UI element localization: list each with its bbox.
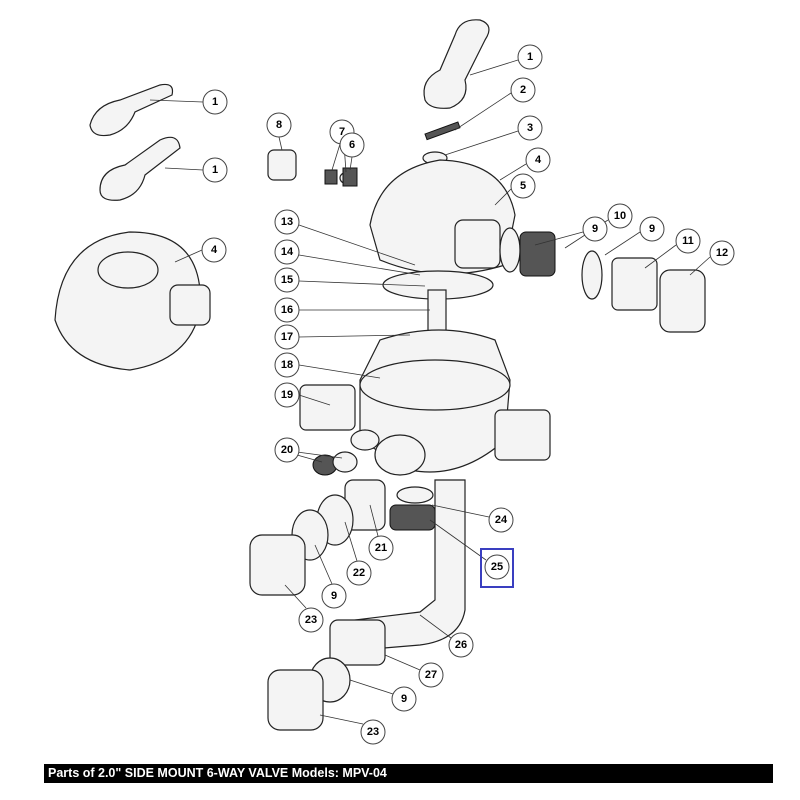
callout-27: 27 [418, 662, 444, 688]
callout-19: 19 [274, 382, 300, 408]
callout-label: 19 [281, 389, 293, 401]
callout-label: 16 [281, 304, 293, 316]
callout-9: 9 [639, 216, 665, 242]
callout-label: 12 [716, 247, 728, 259]
callout-23: 23 [298, 607, 324, 633]
callout-4: 4 [201, 237, 227, 263]
callout-label: 11 [682, 235, 694, 247]
callout-label: 4 [535, 154, 542, 166]
callout-label: 24 [495, 514, 508, 526]
callout-16: 16 [274, 297, 300, 323]
callout-label: 13 [281, 216, 293, 228]
callout-label: 1 [212, 96, 218, 108]
callout-9: 9 [321, 583, 347, 609]
callout-label: 18 [281, 359, 293, 371]
part-sketches [54, 19, 706, 731]
callout-label: 7 [339, 126, 345, 138]
callout-5: 5 [510, 173, 536, 199]
callout-label: 9 [331, 590, 337, 602]
callout-label: 9 [401, 693, 407, 705]
callout-10: 10 [607, 203, 633, 229]
callout-1: 1 [202, 89, 228, 115]
callout-label: 4 [211, 244, 218, 256]
callout-label: 3 [527, 122, 533, 134]
callout-22: 22 [346, 560, 372, 586]
callout-8: 8 [266, 112, 292, 138]
callout-label: 2 [520, 84, 526, 96]
callout-label: 23 [305, 614, 317, 626]
callout-17: 17 [274, 324, 300, 350]
callout-9: 9 [391, 686, 417, 712]
callout-label: 8 [276, 119, 282, 131]
callout-1: 1 [202, 157, 228, 183]
callout-3: 3 [517, 115, 543, 141]
callout-label: 17 [281, 331, 293, 343]
callout-label: 9 [649, 223, 655, 235]
callout-24: 24 [488, 507, 514, 533]
callout-11: 11 [675, 228, 701, 254]
highlight-box [480, 548, 514, 588]
callout-label: 10 [614, 210, 626, 222]
callout-label: 21 [375, 542, 387, 554]
callout-label: 1 [212, 164, 218, 176]
callout-6: 6 [339, 132, 365, 158]
top-handle-part [423, 19, 490, 109]
callout-label: 6 [349, 139, 355, 151]
callout-18: 18 [274, 352, 300, 378]
callout-label: 15 [281, 274, 293, 286]
callout-20: 20 [274, 437, 300, 463]
callout-23: 23 [360, 719, 386, 745]
callout-1: 1 [517, 44, 543, 70]
callout-14: 14 [274, 239, 300, 265]
callout-26: 26 [448, 632, 474, 658]
handle-part [89, 83, 174, 137]
callout-label: 5 [520, 180, 526, 192]
callout-25: 25 [484, 554, 510, 580]
callout-label: 26 [455, 639, 467, 651]
callout-15: 15 [274, 267, 300, 293]
callout-4: 4 [525, 147, 551, 173]
callout-label: 14 [281, 246, 294, 258]
diagram-caption: Parts of 2.0" SIDE MOUNT 6-WAY VALVE Mod… [44, 764, 773, 783]
callout-label: 25 [491, 561, 503, 573]
callout-2: 2 [510, 77, 536, 103]
callout-label: 22 [353, 567, 365, 579]
callout-label: 20 [281, 444, 293, 456]
callouts: 1234591091112876131415161718192021229232… [201, 44, 735, 745]
callout-label: 9 [592, 223, 598, 235]
callout-9: 9 [582, 216, 608, 242]
callout-13: 13 [274, 209, 300, 235]
handle-grip-part [99, 136, 181, 201]
callout-label: 23 [367, 726, 379, 738]
callout-label: 1 [527, 51, 533, 63]
callout-21: 21 [368, 535, 394, 561]
callout-label: 27 [425, 669, 437, 681]
leader-lines [149, 59, 711, 725]
callout-12: 12 [709, 240, 735, 266]
